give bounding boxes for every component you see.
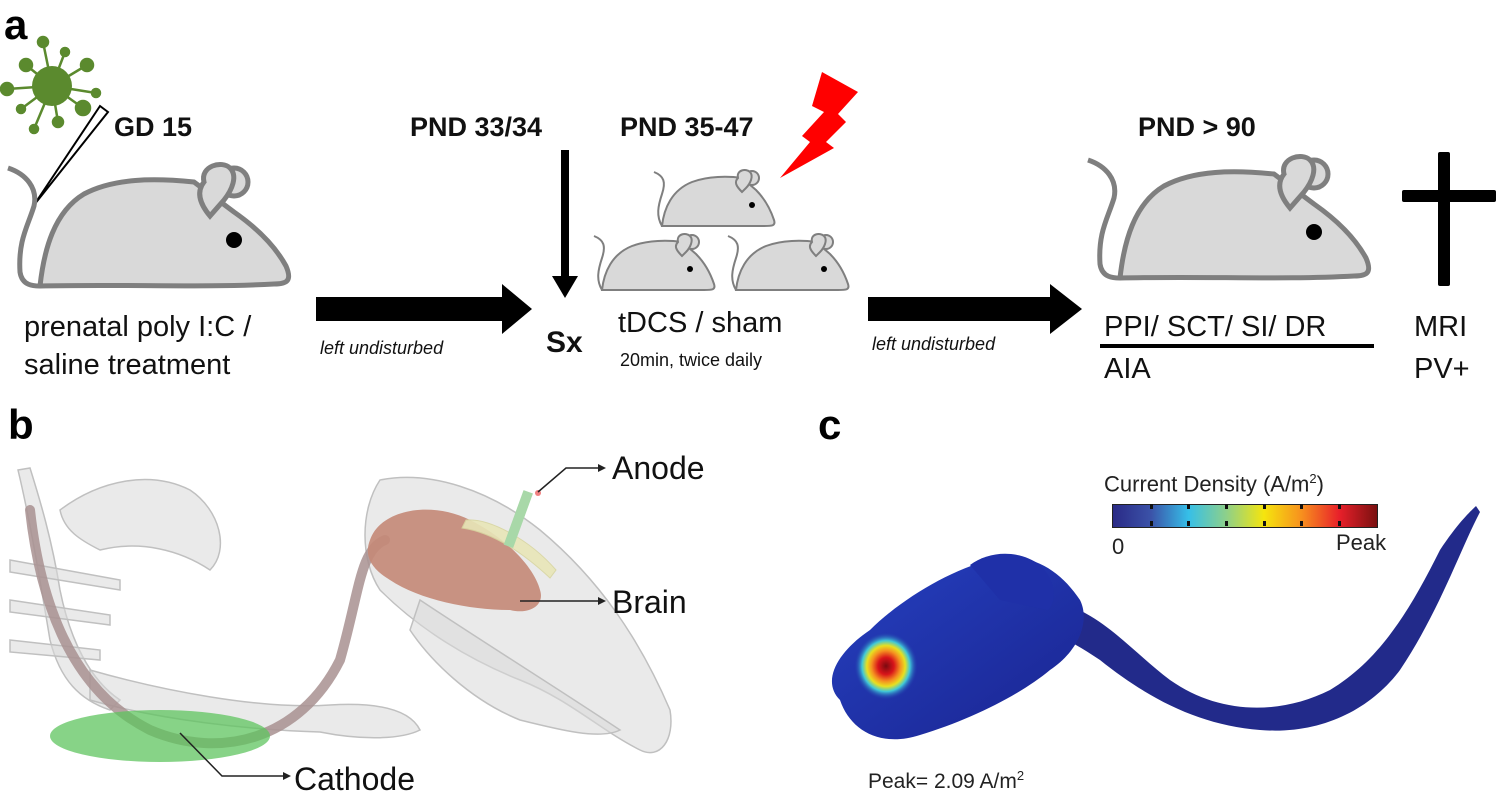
callout-brain: Brain [612, 584, 687, 620]
mouse-icon-small-top [653, 169, 776, 227]
colorbar-title-sup: 2 [1309, 471, 1317, 486]
mouse-skeleton-model [9, 464, 672, 780]
mouse-icon [7, 162, 292, 289]
mouse-icon-adult [1087, 154, 1372, 281]
mouse-icon-small-right [727, 233, 850, 291]
panel-b-letter: b [8, 401, 34, 448]
colorbar-title-close: ) [1316, 471, 1324, 497]
arrow-right-icon-2 [868, 284, 1082, 334]
colorbar-title-text: Current Density (A/m [1104, 471, 1310, 497]
peak-annotation: Peak= 2.09 A/m2 [868, 768, 1024, 794]
endpoint-pv: PV+ [1414, 353, 1470, 385]
stage-subdesc-tdcs: 20min, twice daily [620, 350, 763, 370]
pipette-icon [33, 104, 110, 206]
virus-icon [0, 35, 102, 135]
colorbar-tick [1225, 521, 1229, 526]
cross-icon [1402, 152, 1496, 286]
colorbar-tick [1149, 504, 1153, 509]
colorbar-tick [1262, 504, 1266, 509]
stage-label-pnd35: PND 35-47 [620, 112, 754, 142]
callout-cathode: Cathode [294, 761, 415, 797]
panel-a-letter: a [4, 1, 28, 48]
stage-desc-tdcs: tDCS / sham [618, 307, 783, 339]
stage-desc-pnd90-bottom: AIA [1104, 353, 1151, 385]
lightning-icon [780, 72, 858, 178]
colorbar-tick [1338, 521, 1342, 526]
colorbar-tick [1300, 504, 1304, 509]
colorbar-tick [1338, 504, 1342, 509]
arrow-right-icon [316, 284, 532, 334]
stage-desc-sx: Sx [546, 326, 583, 359]
colorbar-tick [1262, 521, 1266, 526]
panel-c-letter: c [818, 401, 842, 448]
colorbar-ticks [1112, 504, 1376, 526]
stage-label-pnd90: PND > 90 [1138, 112, 1256, 142]
colorbar-min-label: 0 [1112, 534, 1125, 559]
stage-desc-gd15-line2: saline treatment [24, 349, 231, 381]
callout-anode: Anode [612, 450, 705, 486]
current-density-model [831, 506, 1480, 740]
colorbar [1112, 504, 1378, 528]
divider-line [1100, 344, 1374, 348]
arrow-down-icon [552, 150, 578, 298]
colorbar-tick [1300, 521, 1304, 526]
peak-sup: 2 [1016, 768, 1025, 783]
stage-desc-gd15-line1: prenatal poly I:C / [24, 311, 252, 343]
colorbar-tick [1149, 521, 1153, 526]
mouse-icon-small-left [593, 233, 716, 291]
stage-label-pnd33: PND 33/34 [410, 112, 543, 142]
colorbar-max-label: Peak [1336, 530, 1387, 555]
arrow-label-1: left undisturbed [320, 338, 444, 358]
peak-text: Peak= 2.09 A/m [868, 770, 1017, 793]
colorbar-tick [1225, 504, 1229, 509]
stage-desc-pnd90-top: PPI/ SCT/ SI/ DR [1104, 311, 1327, 343]
colorbar-tick [1187, 521, 1191, 526]
colorbar-tick [1187, 504, 1191, 509]
endpoint-mri: MRI [1414, 311, 1468, 343]
colorbar-title: Current Density (A/m2) [1104, 472, 1324, 495]
stage-label-gd15: GD 15 [114, 112, 193, 142]
arrow-label-2: left undisturbed [872, 334, 996, 354]
